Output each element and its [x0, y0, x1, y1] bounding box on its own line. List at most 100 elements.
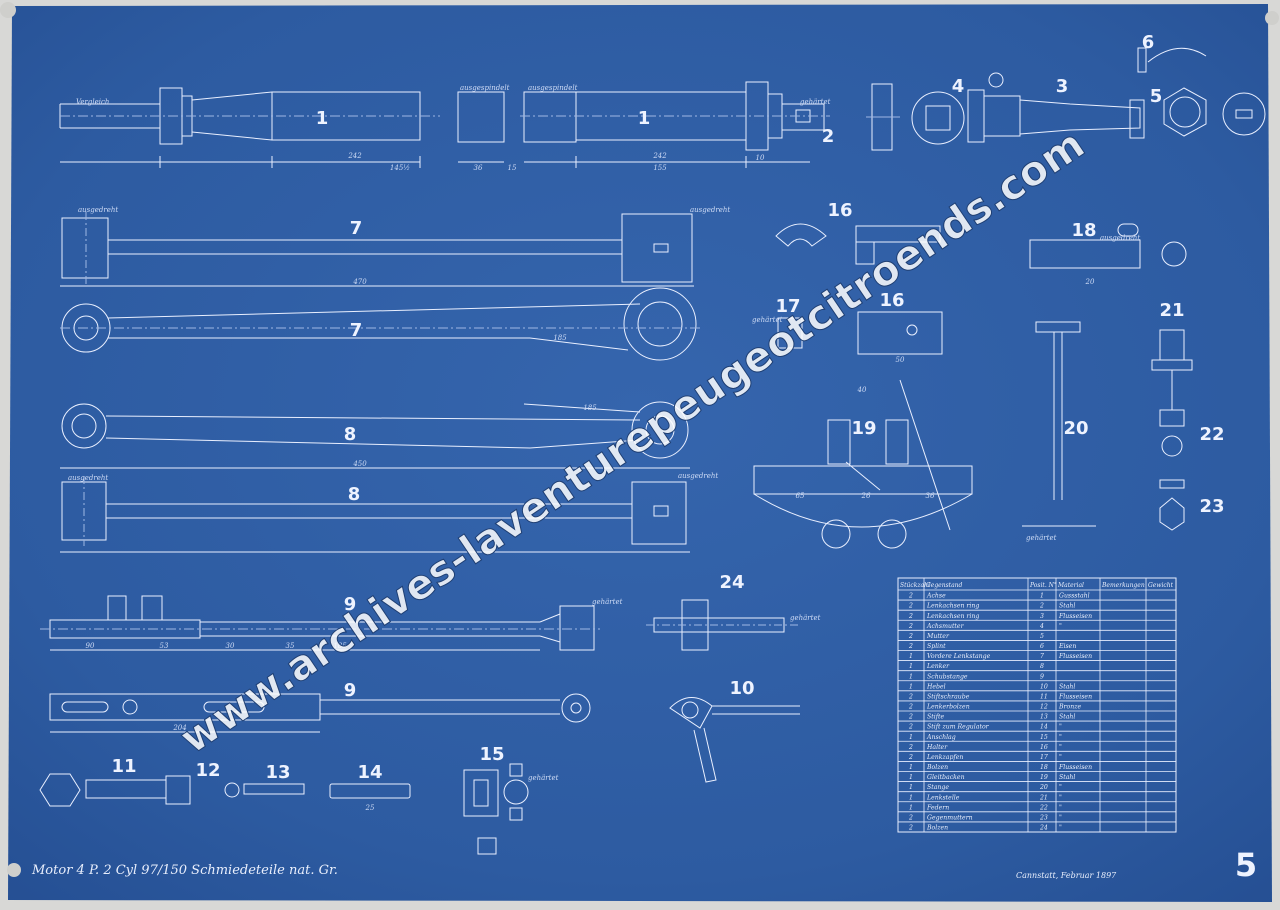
table-cell: Gussstahl: [1059, 593, 1090, 600]
part-24-pin: [646, 599, 800, 651]
dimension-text: 155: [653, 164, 667, 172]
part-18-23-details: [1022, 223, 1193, 531]
table-cell: ": [1059, 825, 1062, 832]
small-parts-row: [39, 763, 529, 855]
table-cell: ": [1059, 814, 1062, 821]
drawing-signature: Cannstatt, Februar 1897: [1016, 871, 1117, 880]
part-label: 8: [348, 484, 361, 505]
dimension-text: 36: [474, 164, 483, 172]
part-9-rod-top: [49, 693, 591, 733]
part-7-lever-side: [60, 212, 694, 287]
table-cell: Lenkzapfen: [926, 754, 963, 761]
note-text: gehärtet: [790, 614, 821, 622]
table-cell: Achse: [926, 593, 946, 600]
drawing-title: Motor 4 P. 2 Cyl 97/150 Schmiedeteile na…: [31, 863, 338, 878]
table-cell: ": [1059, 623, 1062, 630]
part-label: 6: [1142, 32, 1155, 53]
dimension-text: 185: [583, 404, 597, 412]
part-label: 14: [357, 762, 382, 783]
table-cell: Hebel: [926, 683, 946, 690]
table-cell: 2: [908, 744, 913, 751]
dimension-text: 53: [160, 642, 169, 650]
table-cell: 24: [1039, 825, 1048, 832]
part-label: 4: [952, 76, 965, 97]
table-cell: 2: [908, 643, 913, 650]
table-cell: 2: [908, 593, 913, 600]
blueprint-paper: [8, 4, 1272, 902]
dimension-text: 145½: [390, 164, 410, 172]
table-cell: 2: [908, 613, 913, 620]
table-cell: 2: [908, 633, 913, 640]
part-1-axle-left: [59, 87, 505, 168]
table-cell: 2: [1039, 603, 1044, 610]
dimension-text: 50: [896, 356, 905, 364]
table-cell: 2: [908, 825, 913, 832]
table-cell: 1: [909, 764, 913, 771]
dimensions: 242 145½ 242 155 470 450 185 185 204 185…: [86, 152, 1095, 812]
table-cell: Gleitbacken: [927, 774, 965, 781]
note-text: gehärtet: [528, 774, 559, 782]
table-cell: Stahl: [1059, 603, 1075, 610]
pin-hole: [1265, 11, 1279, 25]
table-cell: 2: [908, 724, 913, 731]
part-label: 18: [1071, 220, 1096, 241]
table-cell: Stange: [927, 784, 949, 791]
table-cell: 23: [1039, 814, 1048, 821]
table-cell: Lenkachsen ring: [926, 613, 979, 620]
part-label: 10: [729, 678, 754, 699]
dimension-text: 242: [652, 152, 667, 160]
table-header-cell: Stückzahl: [900, 582, 930, 589]
table-cell: 2: [908, 603, 913, 610]
table-cell: Bronze: [1058, 704, 1081, 711]
table-header-cell: Gegenstand: [926, 582, 963, 589]
table-cell: 5: [1040, 633, 1044, 640]
table-cell: ": [1059, 724, 1062, 731]
table-cell: Mutter: [926, 633, 950, 640]
table-cell: Stift zum Regulator: [927, 724, 990, 731]
dimension-text: 10: [756, 154, 765, 162]
dimension-text: 450: [352, 460, 367, 468]
part-label: 24: [719, 572, 744, 593]
table-cell: 11: [1040, 693, 1048, 700]
dimension-text: 242: [347, 152, 362, 160]
annotations: Vergleich ausgespindelt ausgespindelt ge…: [68, 84, 1140, 782]
table-cell: 1: [909, 784, 913, 791]
table-cell: ": [1059, 744, 1062, 751]
table-cell: 3: [1040, 613, 1044, 620]
part-hub-details: [866, 47, 1266, 151]
table-cell: 17: [1040, 754, 1048, 761]
note-text: gehärtet: [752, 316, 783, 324]
table-cell: 8: [1040, 663, 1044, 670]
table-cell: ": [1059, 794, 1062, 801]
table-cell: Lenkstelle: [926, 794, 960, 801]
part-1-axle-right: [520, 81, 830, 168]
note-text: Vergleich: [76, 98, 109, 106]
part-label: 22: [1199, 424, 1224, 445]
table-cell: Flusseisen: [1058, 613, 1092, 620]
table-cell: 7: [1040, 653, 1044, 660]
pin-hole: [7, 863, 21, 877]
dimension-text: 204: [172, 724, 186, 732]
note-text: gehärtet: [800, 98, 831, 106]
table-cell: 2: [908, 754, 913, 761]
table-cell: Splint: [927, 643, 946, 650]
table-cell: 10: [1040, 683, 1048, 690]
part-7-lever-top: [60, 287, 700, 361]
part-16-19-details: [753, 223, 973, 549]
table-cell: ": [1059, 784, 1062, 791]
table-header-cell: Material: [1057, 582, 1084, 589]
part-label: 9: [344, 680, 357, 701]
table-header-cell: Posit. N°: [1029, 582, 1057, 589]
table-cell: 1: [909, 804, 913, 811]
part-label: 23: [1199, 496, 1224, 517]
table-cell: 4: [1039, 623, 1044, 630]
dimension-text: 65: [796, 492, 805, 500]
note-text: gehärtet: [1026, 534, 1057, 542]
table-cell: Bolzen: [926, 764, 948, 771]
table-cell: 12: [1040, 704, 1048, 711]
table-cell: Federn: [926, 804, 949, 811]
note-text: gehärtet: [592, 598, 623, 606]
table-cell: 22: [1039, 804, 1048, 811]
part-label: 21: [1159, 300, 1184, 321]
part-label: 8: [344, 424, 357, 445]
